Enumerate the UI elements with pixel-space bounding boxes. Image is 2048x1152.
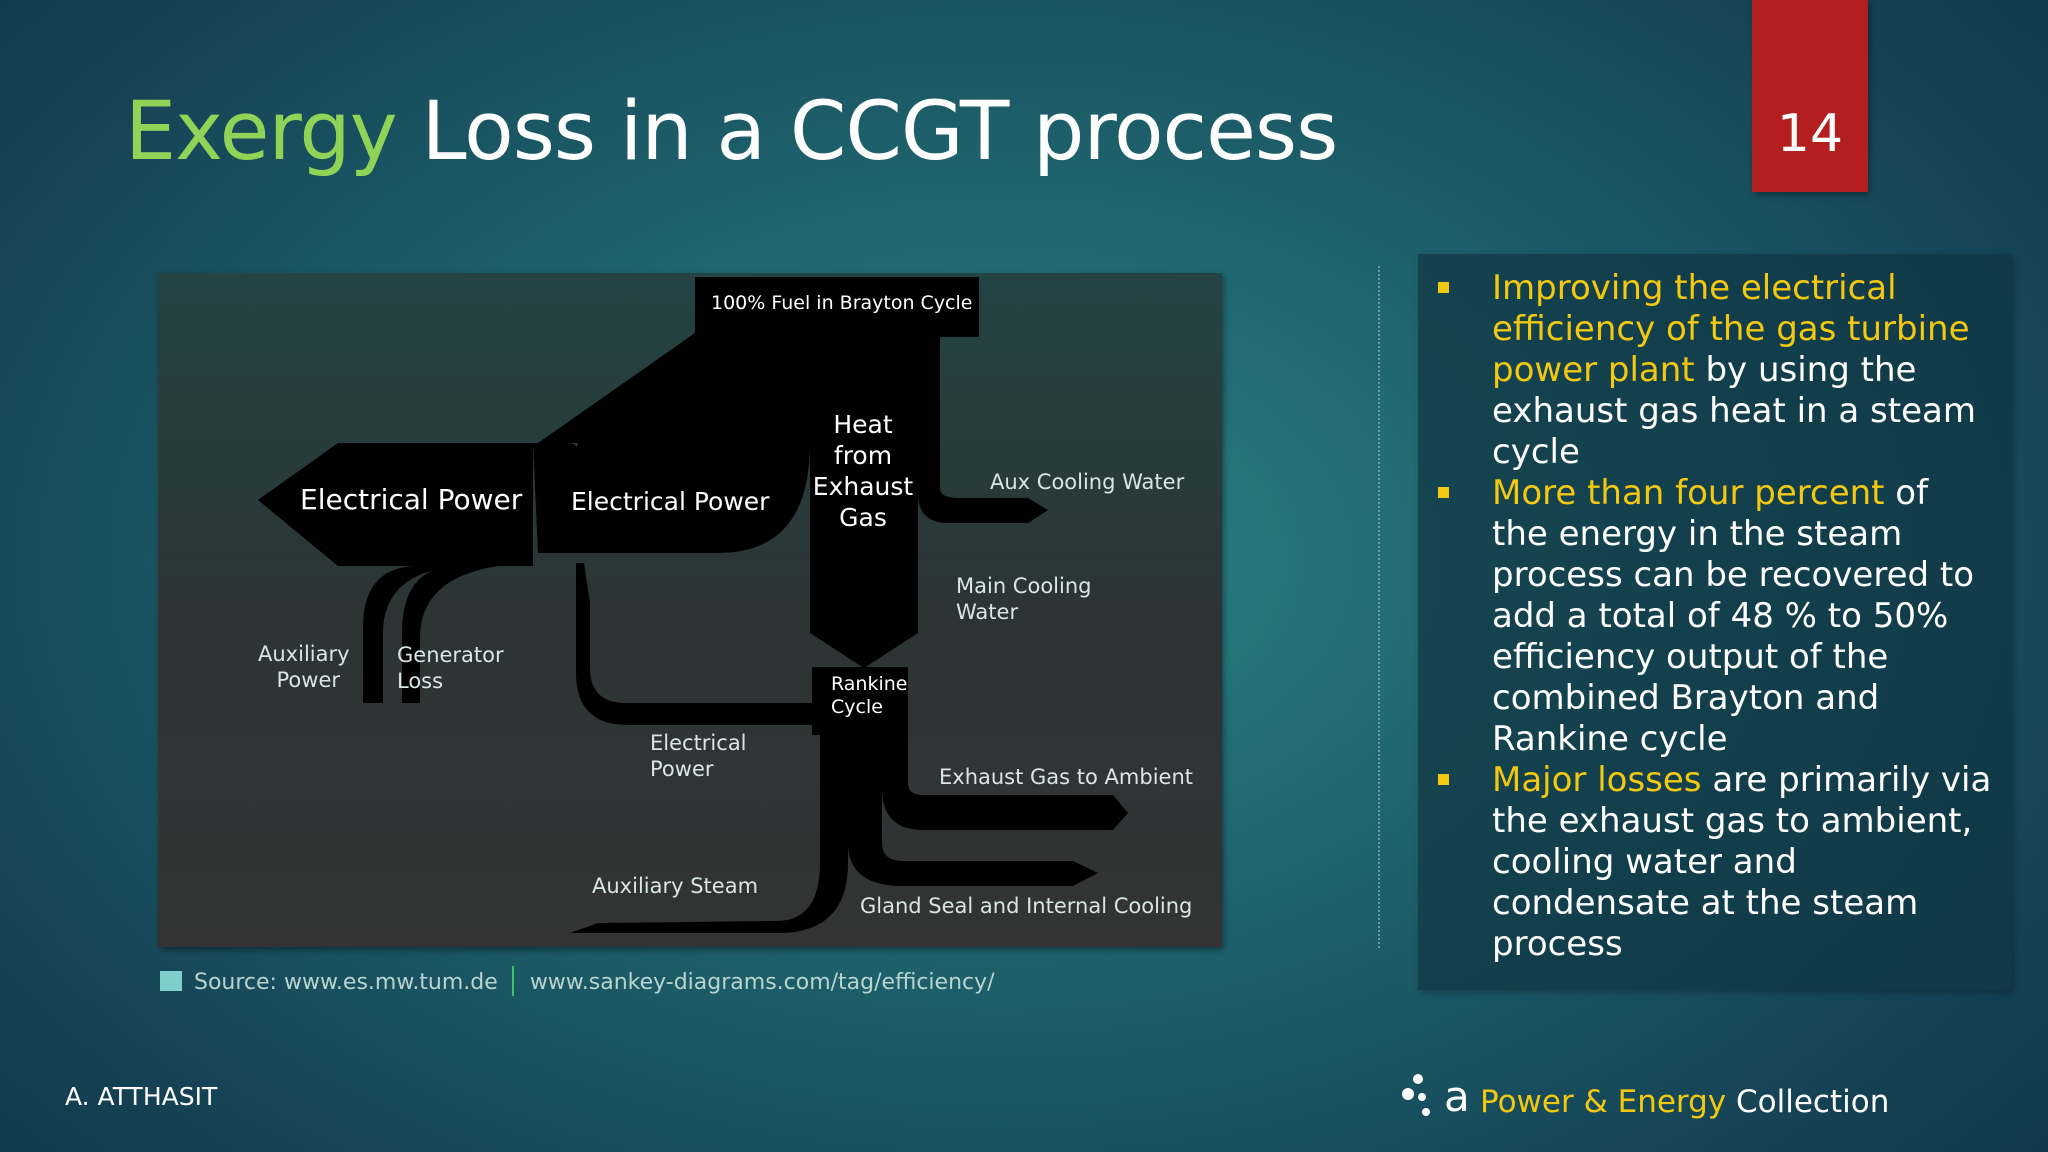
brand-dots-icon: [1402, 1074, 1430, 1116]
bullet-text: of the energy in the steam process can b…: [1492, 473, 1975, 759]
source-text-1: Source: www.es.mw.tum.de: [194, 970, 498, 995]
label-gt-electrical-power: Electrical Power: [571, 487, 770, 516]
title-rest: Loss in a CCGT process: [421, 85, 1338, 179]
title-accent: Exergy: [125, 85, 398, 179]
author-name: A. ATTHASIT: [65, 1082, 218, 1111]
bullet-square-icon: [1438, 487, 1449, 498]
brand-footer: a Power & Energy Collection: [1400, 1072, 1900, 1122]
divider-line: [1378, 266, 1380, 948]
slide-title: Exergy Loss in a CCGT process: [125, 82, 1338, 182]
label-electrical-power: Electrical Power: [300, 483, 523, 516]
bullet-highlight: Major losses: [1492, 760, 1702, 800]
page-number: 14: [1776, 104, 1844, 164]
bullet-item: More than four percent of the energy in …: [1418, 473, 1992, 760]
flow-fuel-input: [695, 277, 979, 337]
bullet-panel: Improving the electrical efficiency of t…: [1418, 254, 2012, 990]
sankey-diagram: 100% Fuel in Brayton Cycle Heat from Exh…: [158, 273, 1222, 947]
bullet-item: Major losses are primarily via the exhau…: [1418, 760, 1992, 965]
label-aux-cooling-water: Aux Cooling Water: [990, 470, 1185, 494]
label-heat-exhaust: Heat from Exhaust Gas: [812, 410, 914, 532]
label-auxiliary-power: Auxiliary Power: [258, 642, 350, 692]
label-auxiliary-steam: Auxiliary Steam: [592, 874, 759, 898]
label-st-electrical-power: Electrical Power: [650, 731, 747, 781]
flow-auxiliary-steam: [570, 735, 848, 933]
bullet-square-icon: [1438, 282, 1449, 293]
bullet-text: are primarily via the exhaust gas to amb…: [1492, 760, 1992, 964]
brand-logo-letter: a: [1444, 1072, 1470, 1121]
page-number-badge: 14: [1752, 0, 1868, 192]
brand-tag-rest: Collection: [1736, 1084, 1890, 1120]
source-square-icon: [160, 971, 182, 991]
label-fuel-input: 100% Fuel in Brayton Cycle: [711, 292, 973, 314]
flow-heat-exhaust: [810, 333, 918, 668]
bullet-list: Improving the electrical efficiency of t…: [1418, 268, 1992, 965]
label-generator-loss: Generator Loss: [397, 643, 504, 693]
flow-exhaust-to-ambient: [882, 735, 1128, 830]
sankey-flows: [258, 277, 1128, 933]
flow-st-electrical-power: [576, 563, 812, 725]
bullet-text: by using the exhaust gas heat in a steam…: [1492, 350, 1976, 472]
flow-generator-loss: [402, 566, 498, 703]
bullet-highlight: More than four percent: [1492, 473, 1885, 513]
flow-electrical-power: [258, 443, 533, 566]
label-gland-seal: Gland Seal and Internal Cooling: [860, 894, 1193, 918]
bullet-item: Improving the electrical efficiency of t…: [1418, 268, 1992, 473]
flow-aux-cooling-water: [918, 333, 1048, 523]
brand-tagline: Power & Energy Collection: [1480, 1084, 1889, 1120]
bullet-highlight: Improving the electrical efficiency of t…: [1492, 268, 1970, 390]
flow-auxiliary-power: [363, 566, 458, 703]
label-rankine-cycle: Rankine Cycle: [831, 673, 908, 718]
label-exhaust-to-ambient: Exhaust Gas to Ambient: [939, 765, 1193, 789]
source-caption: Source: www.es.mw.tum.de www.sankey-diagr…: [160, 966, 995, 997]
flow-rankine-cycle: [812, 667, 908, 735]
bullet-square-icon: [1438, 774, 1449, 785]
flow-gt-electrical-power: [538, 333, 810, 553]
source-text-2: www.sankey-diagrams.com/tag/efficiency/: [529, 970, 995, 995]
brand-tag-highlight: Power & Energy: [1480, 1084, 1727, 1120]
source-separator: [511, 966, 514, 996]
flow-gland-seal: [848, 735, 1098, 886]
label-main-cooling-water: Main Cooling Water: [956, 574, 1092, 624]
